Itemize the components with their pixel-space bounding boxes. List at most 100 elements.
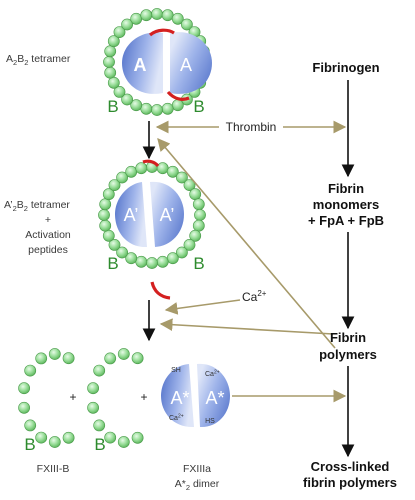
bead — [24, 419, 37, 432]
bead — [180, 18, 193, 31]
bead — [192, 219, 205, 232]
bead — [87, 401, 99, 414]
fibrin-monomers-line1: Fibrin — [328, 181, 364, 196]
bead — [151, 104, 163, 116]
a-prime-subunit-right — [150, 181, 184, 247]
bead — [108, 179, 121, 191]
bead — [18, 382, 30, 395]
a-prime-subunit-left — [115, 182, 147, 248]
plus-sign-1: + — [69, 390, 76, 404]
bead — [192, 198, 205, 211]
bead — [104, 66, 117, 79]
bead — [189, 188, 202, 201]
bead — [108, 238, 121, 251]
bead — [130, 99, 143, 112]
subunit-a-prime-left-label: A’ — [124, 205, 139, 225]
bead — [171, 99, 184, 112]
a-star-dimer-label: A*2 dimer — [175, 478, 220, 492]
bead — [183, 179, 196, 191]
fibrin-monomers-line2: monomers — [313, 197, 379, 212]
released-peptide-top — [142, 159, 160, 168]
fxiii-b-left: B — [18, 348, 75, 454]
bead — [117, 348, 130, 360]
bead — [48, 348, 61, 360]
fibrin-polymers-line1: Fibrin — [330, 330, 366, 345]
polymer-to-tetramer-arrow — [157, 138, 336, 349]
bead — [166, 252, 179, 265]
subunit-a-prime-right-label: A’ — [160, 205, 175, 225]
bead — [113, 26, 126, 38]
a2b2-tetramer-label: A2B2 tetramer — [6, 53, 71, 67]
fibrinogen-label: Fibrinogen — [312, 60, 379, 75]
bead — [113, 86, 126, 98]
bead — [175, 246, 188, 259]
bead — [102, 188, 115, 201]
a-star-right-label: A* — [205, 388, 224, 408]
subunit-a-left-label: A — [134, 55, 147, 75]
fxiii-b-right: B — [87, 348, 144, 454]
bead — [146, 257, 158, 269]
bead — [156, 162, 169, 175]
a-subunit-left — [122, 32, 163, 94]
bead — [140, 102, 153, 115]
a-subunit-right — [170, 32, 212, 94]
thrombin-label-bg — [219, 119, 283, 135]
crosslinked-line1: Cross-linked — [311, 459, 390, 474]
bead — [24, 364, 37, 377]
calcium-top-label: Ca2+ — [205, 370, 220, 379]
bead — [135, 255, 148, 268]
bead — [116, 246, 128, 259]
calcium-arrow — [164, 299, 241, 315]
bead — [93, 419, 106, 432]
bead — [87, 382, 99, 395]
bead — [175, 171, 188, 184]
bead — [125, 165, 138, 178]
bead — [62, 431, 75, 444]
bead — [99, 198, 112, 211]
bead — [151, 8, 163, 20]
fxiii-b-left-b-label: B — [24, 435, 35, 454]
bead — [98, 209, 110, 221]
released-peptide-bottom — [150, 281, 171, 300]
sh-group-label: SH — [171, 367, 181, 374]
bead — [121, 93, 133, 106]
bead — [130, 12, 143, 25]
plus-label: + — [45, 214, 51, 226]
bead — [48, 436, 61, 448]
bead — [102, 229, 115, 242]
subunit-b-right-label: B — [193, 97, 204, 116]
bead — [156, 255, 169, 268]
calcium-bottom-label: Ca2+ — [169, 414, 184, 423]
a-star-subunit-left — [161, 364, 194, 428]
fxiii-b-label: FXIII-B — [37, 463, 70, 475]
bead — [103, 56, 115, 68]
bead — [121, 18, 133, 31]
fibrin-polymers-line2: polymers — [319, 347, 377, 362]
bead — [99, 219, 112, 232]
bead — [140, 9, 153, 22]
bead — [104, 352, 117, 365]
plus-sign-2: + — [140, 390, 147, 404]
bead — [194, 209, 206, 221]
thrombin-label: Thrombin — [226, 120, 277, 134]
peptides-label: peptides — [28, 244, 68, 256]
subunit-b-left-label-2: B — [107, 254, 118, 273]
bead — [35, 431, 48, 444]
fxiiia-dimer: A* A* SH HS Ca2+ Ca2+ — [161, 363, 230, 428]
bead — [166, 165, 179, 178]
activation-label: Activation — [25, 229, 71, 241]
bead — [161, 9, 174, 22]
hs-group-label: HS — [205, 418, 215, 425]
bead-ring — [98, 161, 206, 269]
bead — [104, 45, 117, 58]
bead — [189, 229, 202, 242]
a-star-subunit-right — [197, 363, 230, 428]
prime-tetramer-label: A’2B2 tetramer — [4, 199, 70, 213]
bead — [93, 364, 106, 377]
bead — [104, 431, 117, 444]
bead — [107, 76, 120, 89]
bead — [161, 102, 174, 115]
subunit-b-right-label-2: B — [193, 254, 204, 273]
fxiii-b-right-b-label: B — [94, 435, 105, 454]
